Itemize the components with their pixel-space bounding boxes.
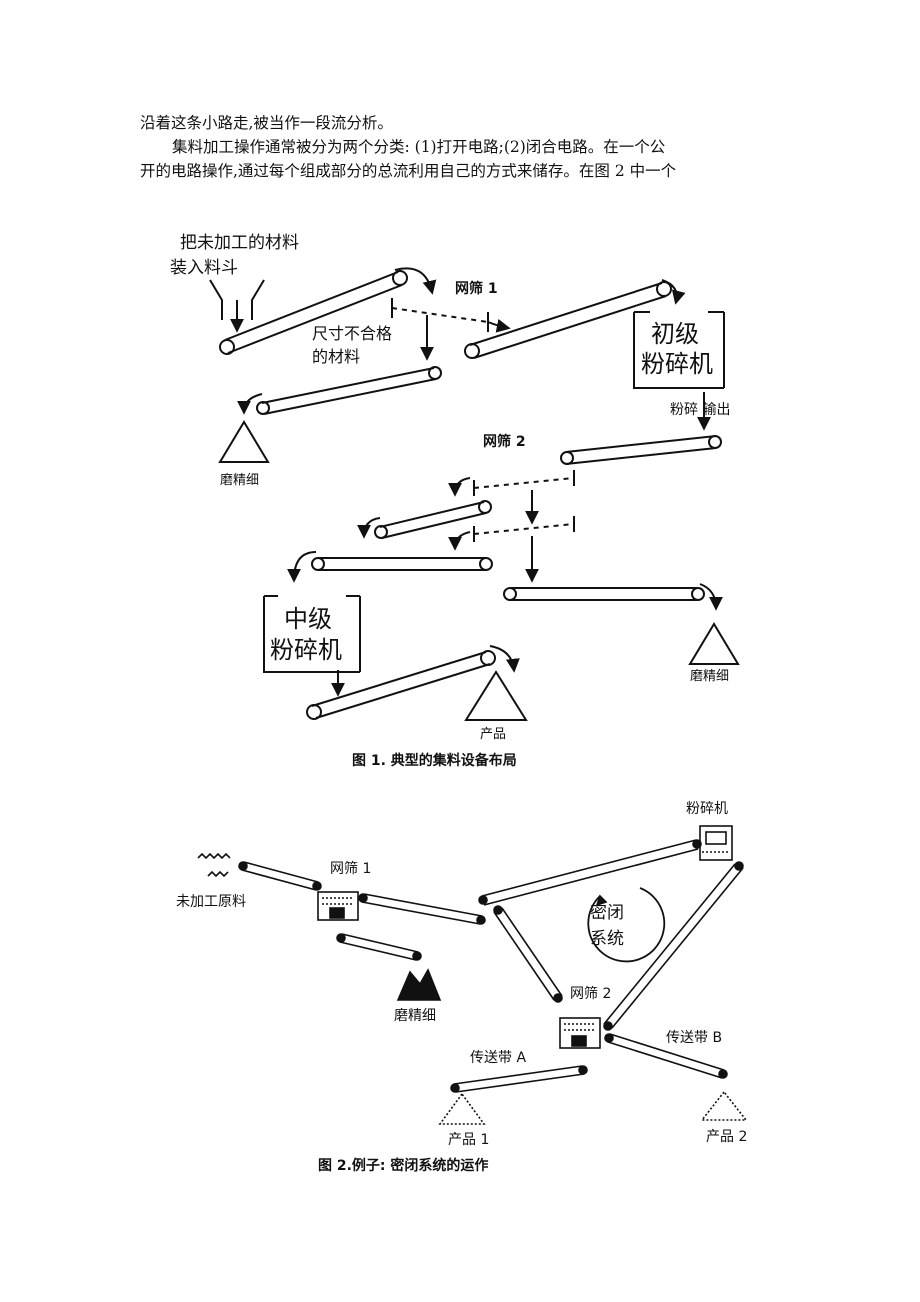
figure-1: 把未加工的材料 装入料斗 网筛 1 尺寸不合格 的材料: [170, 233, 740, 769]
fig2-product1-label: 产品 1: [448, 1132, 489, 1148]
fig2-conveyor-a: [450, 1065, 588, 1093]
fig2-screen1-icon: [317, 891, 359, 921]
fig1-oversize-label-2: 的材料: [312, 347, 360, 366]
fig2-raw-material-icon: [197, 852, 231, 878]
fig1-screen2-deck-top: [473, 477, 575, 489]
fig1-arrow-to-fines1: [237, 393, 263, 415]
fig1-conveyor-feed: [219, 270, 408, 355]
fig2-caption: 图 2.例子: 密闭系统的运作: [318, 1157, 488, 1174]
fig1-secondary-crusher-label-2: 粉碎机: [270, 636, 342, 664]
fig2-conveyor-to-crusher: [478, 839, 702, 906]
fig1-arrow-to-primary: [661, 279, 686, 305]
fig2-fines-pile: [396, 968, 442, 1001]
paragraph-line-2: 集料加工操作通常被分为两个分类: (1)打开电路;(2)闭合电路。在一个公: [172, 138, 666, 156]
fig2-product2-pile: [700, 1090, 748, 1121]
fig1-secondary-crusher-box: [263, 595, 361, 673]
fig2-closed-system-label-2: 系统: [590, 929, 624, 949]
fig1-crushed-output-label: 粉碎 输出: [670, 402, 730, 418]
fig1-arrow-to-screen1: [394, 267, 437, 295]
fig1-fines1-pile: [218, 420, 270, 463]
fig2-fines-label: 磨精细: [394, 1008, 436, 1024]
fig2-conveyor-to-screen2: [493, 905, 563, 1003]
fig2-raw-material-label: 未加工原料: [176, 894, 246, 910]
fig1-screen1-label: 网筛 1: [455, 280, 498, 297]
fig2-product1-pile: [438, 1092, 486, 1125]
fig2-closed-system-loop: [587, 887, 666, 963]
fig2-conveyor-a-label: 传送带 A: [470, 1050, 526, 1066]
fig1-oversize-label-1: 尺寸不合格: [312, 324, 392, 343]
fig1-conveyor-to-primary: [464, 281, 672, 359]
fig1-conveyor-screen2-oversize: [374, 500, 492, 539]
fig2-conveyor-crusher-return: [603, 861, 744, 1031]
paragraph-line-3: 开的电路操作,通过每个组成部分的总流利用自己的方式来储存。在图 2 中一个: [140, 162, 677, 180]
fig1-arrow-to-conveyor2: [487, 318, 511, 333]
fig1-primary-crusher-box: [633, 311, 725, 389]
fig2-product2-label: 产品 2: [706, 1129, 747, 1145]
fig1-primary-crusher-label-1: 初级: [651, 320, 699, 348]
fig1-fines2-pile: [688, 622, 740, 665]
fig1-hopper: [209, 279, 265, 320]
fig2-crusher-icon: [699, 825, 733, 861]
fig1-arrow-deck-bottom: [448, 531, 471, 551]
fig1-product-label: 产品: [480, 727, 506, 742]
fig1-arrow-deck-top: [448, 477, 471, 497]
fig1-screen2-label: 网筛 2: [483, 433, 526, 450]
fig2-conveyor-screen1-out: [358, 893, 486, 925]
fig1-arrow-to-fines2: [699, 583, 723, 611]
fig1-primary-crusher-label-2: 粉碎机: [641, 350, 713, 378]
fig2-conveyor-b: [604, 1033, 728, 1079]
fig1-arrow-to-secondary: [287, 551, 317, 583]
fig1-feed-label-1: 把未加工的材料: [180, 233, 299, 253]
fig1-screen2-deck-bottom: [473, 523, 575, 535]
fig1-conveyor-to-screen2: [560, 435, 722, 465]
fig1-conveyor-to-fines2: [503, 587, 705, 601]
fig2-conveyor-b-label: 传送带 B: [666, 1030, 722, 1046]
fig1-feed-label-2: 装入料斗: [170, 258, 238, 278]
fig1-product-pile: [464, 670, 528, 721]
fig2-screen1-label: 网筛 1: [330, 861, 371, 877]
fig2-conveyor-feed: [238, 861, 322, 891]
fig1-secondary-crusher-label-1: 中级: [284, 605, 332, 633]
fig2-screen2-icon: [559, 1017, 601, 1049]
fig1-conveyor-oversize: [256, 366, 442, 415]
fig1-conveyor-mid: [311, 557, 493, 571]
fig1-arrow-to-conveyor6: [357, 517, 381, 539]
fig1-screen1-dash: [391, 307, 489, 323]
paragraph-line-1: 沿着这条小路走,被当作一段流分析。: [140, 114, 393, 132]
fig2-screen2-label: 网筛 2: [570, 986, 611, 1002]
fig2-crusher-label: 粉碎机: [686, 801, 728, 817]
fig2-closed-system-label-1: 密闭: [590, 903, 624, 923]
fig1-fines1-label: 磨精细: [220, 473, 259, 488]
fig1-arrow-to-product: [489, 645, 520, 673]
figure-2: 未加工原料 网筛 1: [176, 801, 748, 1174]
fig1-caption: 图 1. 典型的集料设备布局: [352, 752, 517, 769]
fig2-conveyor-to-fines: [336, 933, 422, 961]
fig1-fines2-label: 磨精细: [690, 669, 729, 684]
fig1-conveyor-to-product: [306, 650, 496, 720]
